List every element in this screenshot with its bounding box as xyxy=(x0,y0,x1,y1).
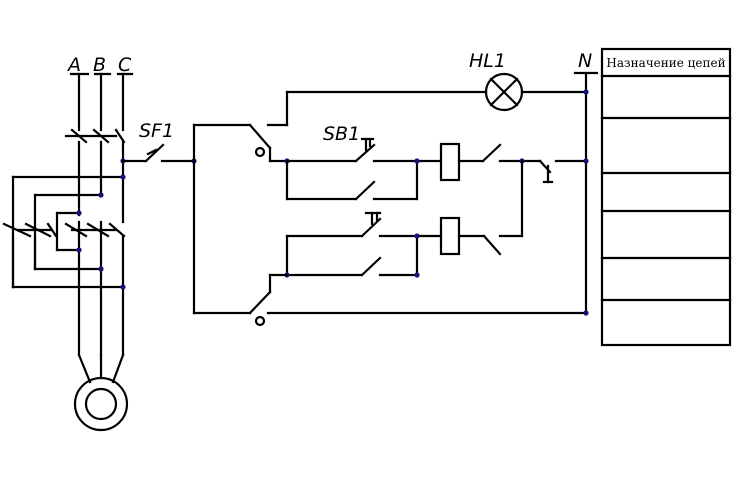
bus-nodes xyxy=(76,158,126,290)
button-label: SB1 xyxy=(323,123,360,145)
selector-switch-lower xyxy=(248,273,588,327)
motor-inner-circle xyxy=(84,387,118,421)
lamp-hl1 xyxy=(285,72,588,112)
table-title: Назначение цепей xyxy=(606,56,725,70)
phase-b-label: B xyxy=(93,54,106,76)
control-left-riser xyxy=(192,123,252,315)
neutral-bus xyxy=(573,71,599,316)
breaker-sf1 xyxy=(121,143,197,164)
motor xyxy=(73,353,129,432)
control-line-upper xyxy=(285,137,588,201)
reversing-wiring xyxy=(11,175,125,289)
phase-a-label: A xyxy=(66,54,81,76)
three-phase-bus xyxy=(69,72,134,132)
reverse-contactor-poles xyxy=(2,220,126,357)
coil-lower xyxy=(439,216,461,256)
selector-switch-upper xyxy=(248,90,290,164)
circuit-purpose-table: Назначение цепей xyxy=(600,47,732,347)
breaker-label: SF1 xyxy=(139,120,174,142)
phase-c-label: C xyxy=(118,54,132,76)
coil-upper xyxy=(439,142,461,182)
neutral-label: N xyxy=(578,50,592,72)
main-contactor-poles xyxy=(64,128,126,224)
lamp-label: HL1 xyxy=(469,50,506,72)
control-line-lower xyxy=(284,159,524,278)
motor-outer-circle xyxy=(73,376,129,432)
